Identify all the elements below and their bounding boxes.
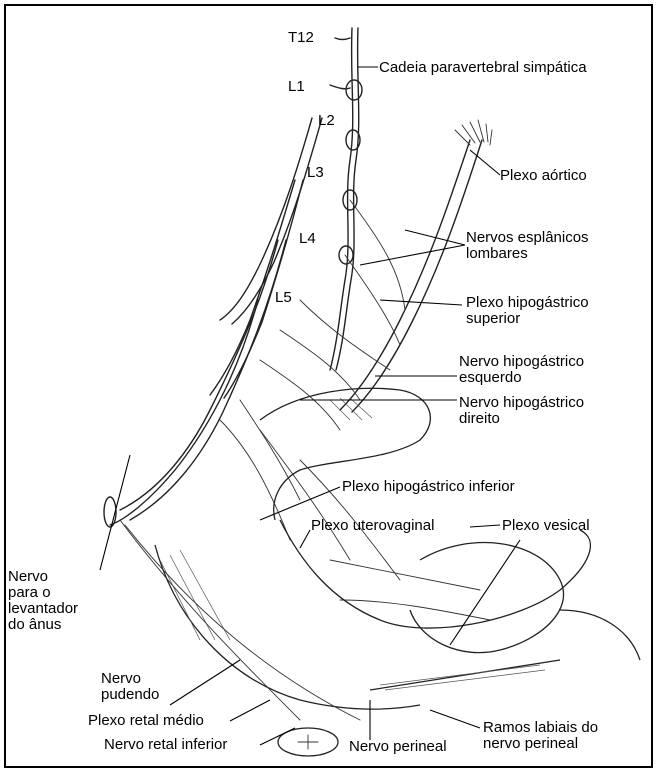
label-l4: L4 (299, 231, 316, 247)
label-nervo-retal-inferior: Nervo retal inferior (104, 737, 227, 753)
leader-vesical-2 (450, 540, 520, 645)
label-l3: L3 (307, 165, 324, 181)
root-l5 (110, 300, 258, 525)
leader-uterovaginal (300, 530, 310, 548)
chain-ganglion-l1 (346, 80, 362, 100)
chain-ganglion-l4 (339, 246, 353, 264)
label-nervo-hipogastrico-direito: Nervo hipogástrico direito (459, 395, 584, 427)
label-plexo-hipogastrico-superior: Plexo hipogástrico superior (466, 295, 589, 327)
leader-vesical-1 (470, 525, 500, 527)
splanchnic-1 (350, 200, 405, 310)
perineal-muscle (370, 660, 560, 690)
perineal-hatch (380, 665, 545, 690)
rectum-hatch (330, 398, 372, 420)
perineal-nerve (125, 525, 360, 720)
label-plexo-vesical: Plexo vesical (502, 518, 590, 534)
label-plexo-uterovaginal: Plexo uterovaginal (311, 518, 434, 534)
label-l2: L2 (318, 113, 335, 129)
label-ramos-labiais: Ramos labiais do nervo perineal (483, 720, 598, 752)
label-nervo-levantador: Nervo para o levantador do ânus (8, 569, 78, 633)
rectum-sigmoid (260, 388, 430, 520)
leader-esplanicos-1 (360, 245, 465, 265)
label-nervo-hipogastrico-esquerdo: Nervo hipogástrico esquerdo (459, 354, 584, 386)
uterus-vagina (280, 520, 590, 628)
inferior-plexus-2 (220, 420, 290, 540)
label-plexo-retal-medio: Plexo retal médio (88, 713, 204, 729)
sympathetic-chain (330, 28, 353, 370)
label-l5: L5 (275, 290, 292, 306)
label-nervo-pudendo: Nervo pudendo (101, 671, 159, 703)
anus-mark (298, 735, 318, 749)
inferior-plexus-3 (260, 430, 350, 560)
root-l4 (120, 240, 278, 510)
aortic-plexus-fibers (455, 120, 492, 145)
root-t12 (335, 38, 350, 40)
leader-hip-inferior (260, 487, 340, 520)
label-plexo-hipogastrico-inferior: Plexo hipogástrico inferior (342, 479, 515, 495)
vesical-branches (340, 600, 490, 620)
hypogastric-right (260, 360, 340, 430)
inferior-plexus-1 (240, 400, 300, 500)
leader-labiais (430, 710, 480, 728)
leader-pudendo (170, 660, 240, 705)
label-t12: T12 (288, 30, 314, 46)
leader-retal-medio (230, 700, 270, 721)
splanchnic-2 (345, 255, 400, 345)
lumbosacral-trunk-cut (104, 497, 116, 527)
label-plexo-aortico: Plexo aórtico (500, 168, 587, 184)
bladder (410, 543, 564, 653)
root-l2 (220, 118, 312, 320)
label-l1: L1 (288, 79, 305, 95)
label-cadeia-paravertebral: Cadeia paravertebral simpática (379, 60, 587, 76)
label-nervos-esplanicos: Nervos esplânicos lombares (466, 230, 589, 262)
hypogastric-superior-net (300, 300, 390, 370)
uterovaginal-branches (330, 560, 480, 590)
label-nervo-perineal: Nervo perineal (349, 739, 447, 755)
labial-edge (560, 610, 640, 660)
leader-esplanicos-2 (405, 230, 465, 245)
